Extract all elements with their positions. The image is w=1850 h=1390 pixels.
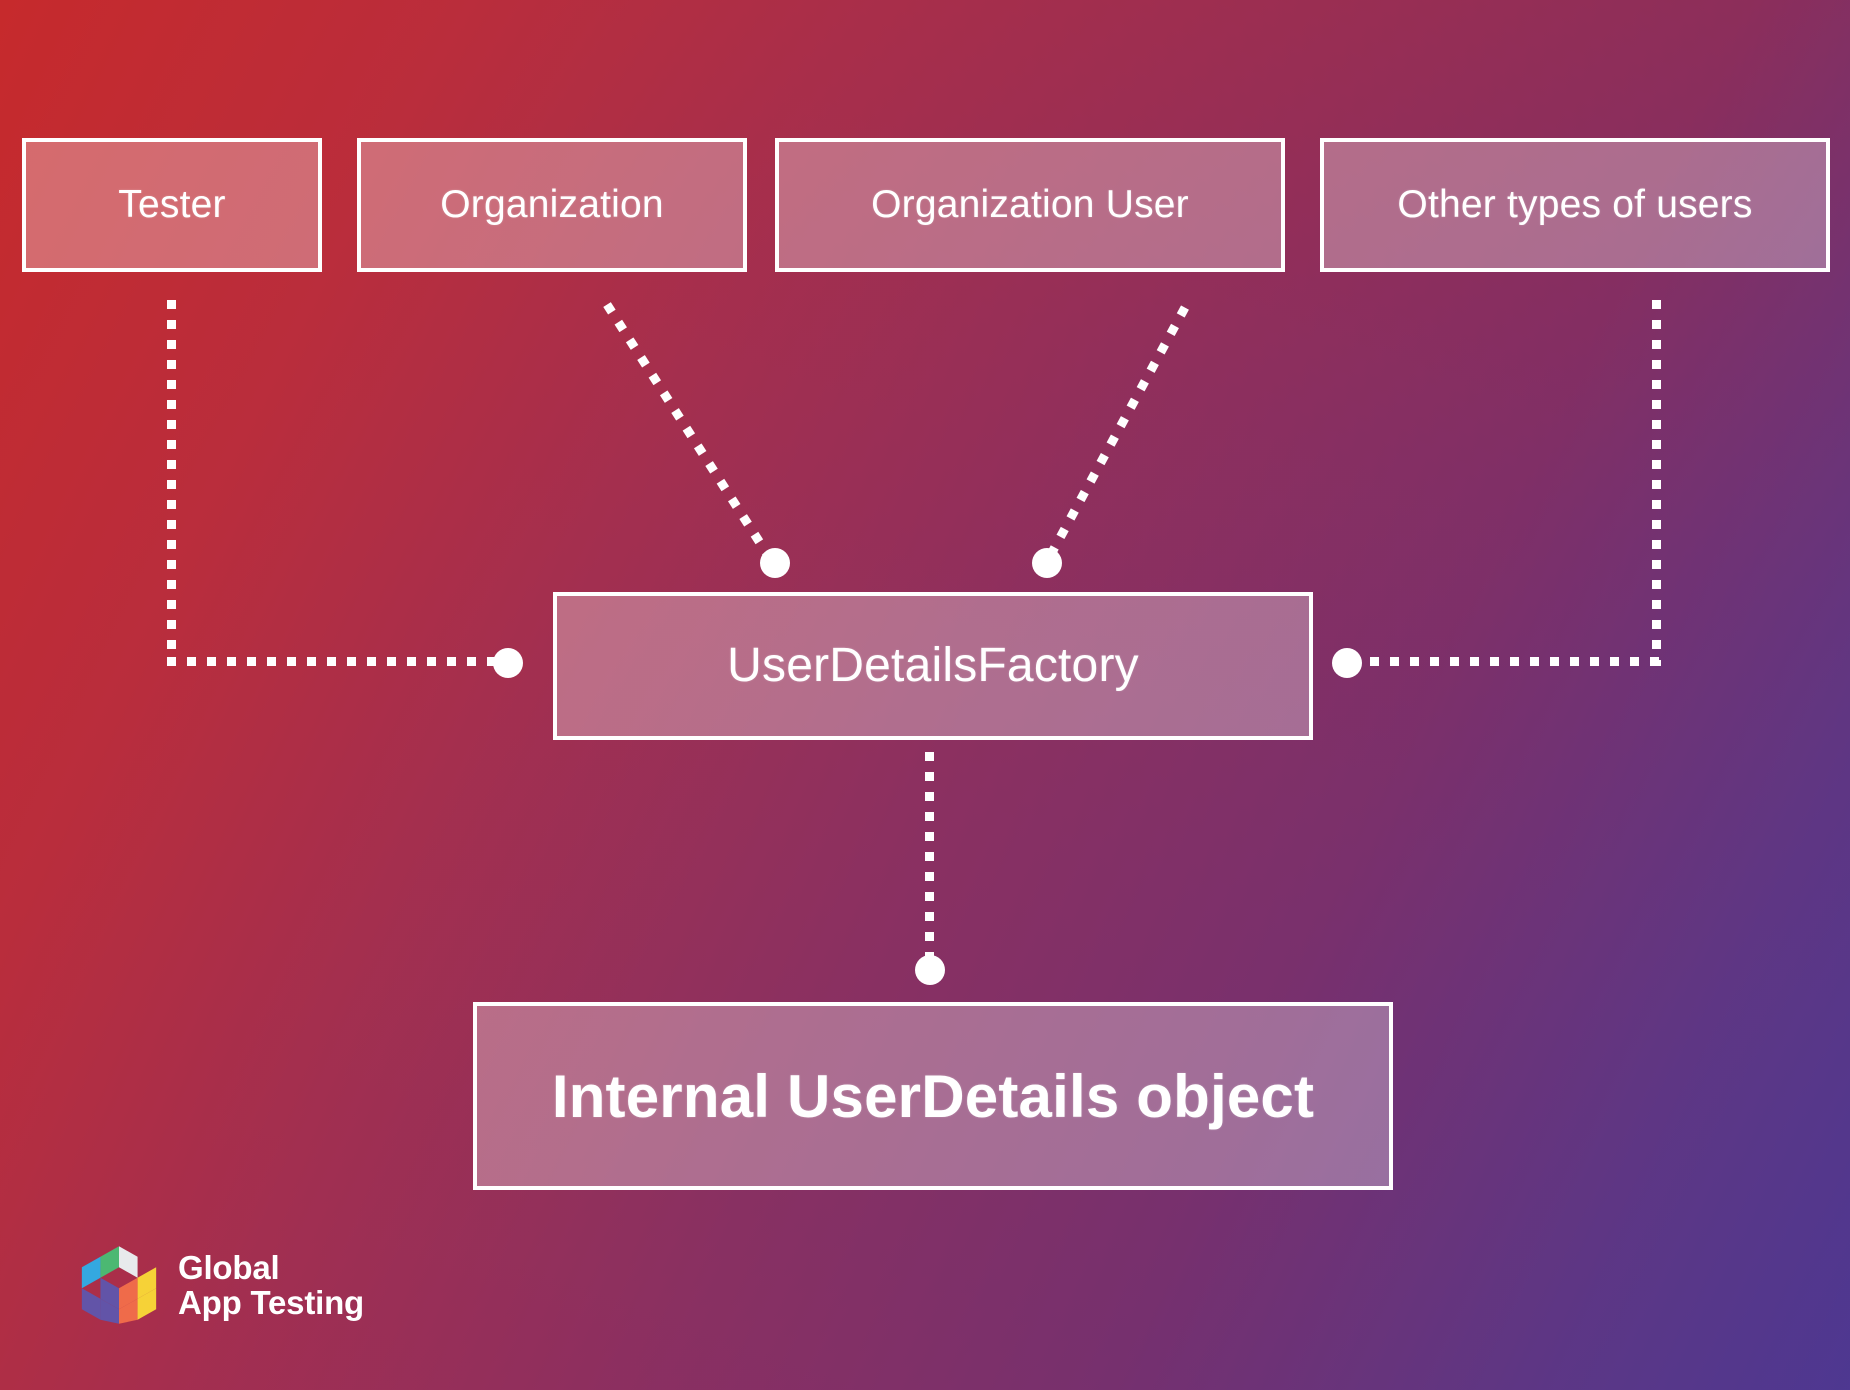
logo-wordmark: Global App Testing: [178, 1248, 365, 1321]
node-tester[interactable]: Tester: [22, 138, 322, 272]
node-organization-user-label: Organization User: [871, 182, 1189, 226]
node-other-types-of-users[interactable]: Other types of users: [1320, 138, 1830, 272]
node-user-details-factory-label: UserDetailsFactory: [727, 639, 1139, 693]
connector-organization-endpoint-dot: [760, 548, 790, 578]
node-tester-label: Tester: [118, 182, 226, 226]
connector-organization-diagonal-segment: [603, 302, 779, 568]
node-other-types-of-users-label: Other types of users: [1397, 182, 1753, 226]
connector-other-users-horizontal-segment: [1370, 657, 1661, 666]
connector-tester-vertical-segment: [167, 300, 176, 666]
global-app-testing-hexagon-icon: [81, 1246, 157, 1324]
connector-factory-endpoint-dot: [915, 955, 945, 985]
node-organization-user[interactable]: Organization User: [775, 138, 1285, 272]
logo-line-2: App Testing: [178, 1284, 365, 1321]
connector-factory-vertical-segment: [925, 752, 934, 964]
node-internal-user-details-object[interactable]: Internal UserDetails object: [473, 1002, 1393, 1190]
node-internal-user-details-object-label: Internal UserDetails object: [551, 1062, 1315, 1130]
connector-organization-user-diagonal-segment: [1040, 305, 1189, 569]
node-organization[interactable]: Organization: [357, 138, 747, 272]
global-app-testing-logo: Global App Testing: [78, 1243, 364, 1327]
logo-line-1: Global: [178, 1248, 280, 1286]
connector-tester-endpoint-dot: [493, 648, 523, 678]
connector-organization-user-endpoint-dot: [1032, 548, 1062, 578]
connector-tester-horizontal-segment: [167, 657, 505, 666]
node-user-details-factory[interactable]: UserDetailsFactory: [553, 592, 1313, 740]
connector-other-users-endpoint-dot: [1332, 648, 1362, 678]
connector-other-users-vertical-segment: [1652, 300, 1661, 666]
node-organization-label: Organization: [440, 182, 664, 226]
